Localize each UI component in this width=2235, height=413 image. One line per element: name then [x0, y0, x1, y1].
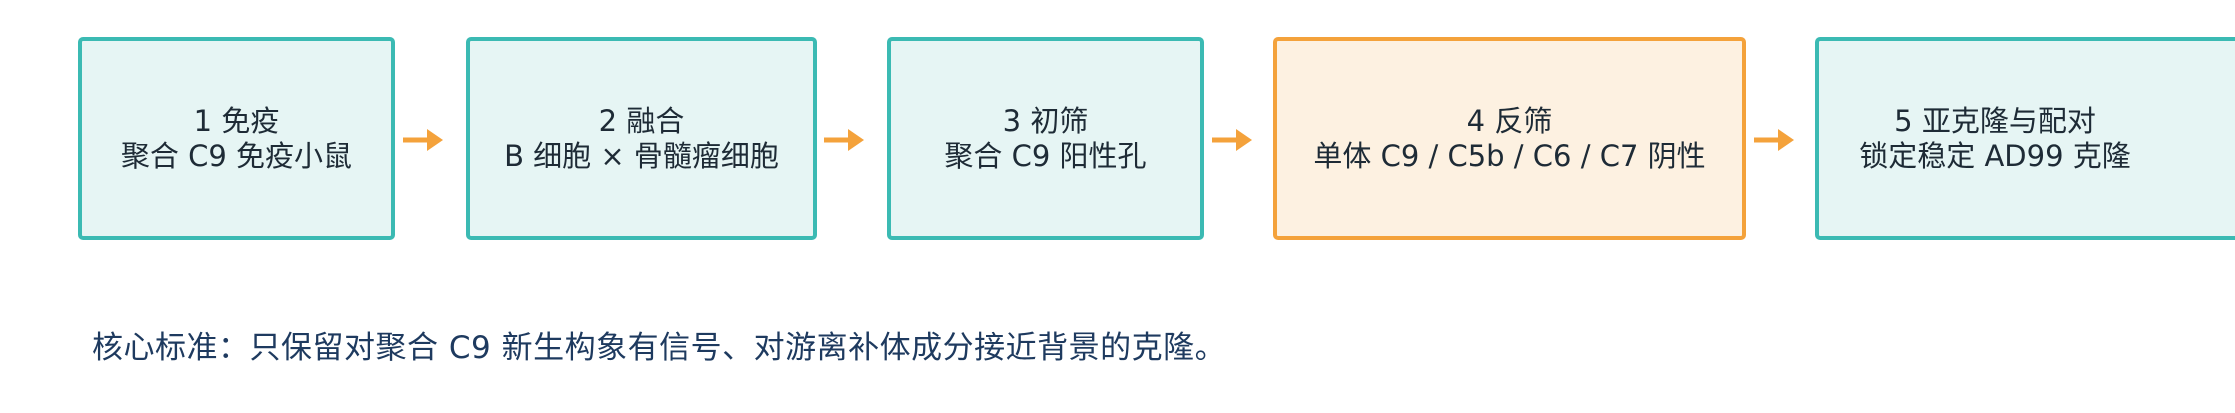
step-detail: B 细胞 × 骨髓瘤细胞 — [504, 138, 779, 173]
workflow-diagram: 1 免疫 聚合 C9 免疫小鼠 2 融合 B 细胞 × 骨髓瘤细胞 3 初筛 聚… — [78, 37, 2235, 366]
core-criterion-note: 核心标准：只保留对聚合 C9 新生构象有信号、对游离补体成分接近背景的克隆。 — [92, 330, 1227, 366]
workflow-row: 1 免疫 聚合 C9 免疫小鼠 2 融合 B 细胞 × 骨髓瘤细胞 3 初筛 聚… — [78, 37, 2235, 240]
step-counter-screen: 4 反筛 单体 C9 / C5b / C6 / C7 阴性 — [1273, 37, 1746, 240]
step-detail: 聚合 C9 阳性孔 — [944, 138, 1147, 173]
step-fusion: 2 融合 B 细胞 × 骨髓瘤细胞 — [466, 37, 817, 240]
step-detail: 单体 C9 / C5b / C6 / C7 阴性 — [1313, 138, 1706, 173]
step-subcloning: 5 亚克隆与配对 锁定稳定 AD99 克隆 — [1815, 37, 2235, 240]
arrow-icon — [403, 129, 443, 151]
arrow-icon — [1754, 129, 1794, 151]
step-title: 4 反筛 — [1466, 103, 1553, 138]
step-detail: 锁定稳定 AD99 克隆 — [1859, 138, 2131, 173]
arrow-icon — [824, 129, 864, 151]
step-title: 5 亚克隆与配对 — [1894, 103, 2096, 138]
step-title: 3 初筛 — [1002, 103, 1089, 138]
step-detail: 聚合 C9 免疫小鼠 — [120, 138, 353, 173]
step-title: 2 融合 — [598, 103, 685, 138]
step-primary-screen: 3 初筛 聚合 C9 阳性孔 — [887, 37, 1204, 240]
arrow-icon — [1212, 129, 1252, 151]
step-title: 1 免疫 — [193, 103, 280, 138]
step-immunization: 1 免疫 聚合 C9 免疫小鼠 — [78, 37, 395, 240]
